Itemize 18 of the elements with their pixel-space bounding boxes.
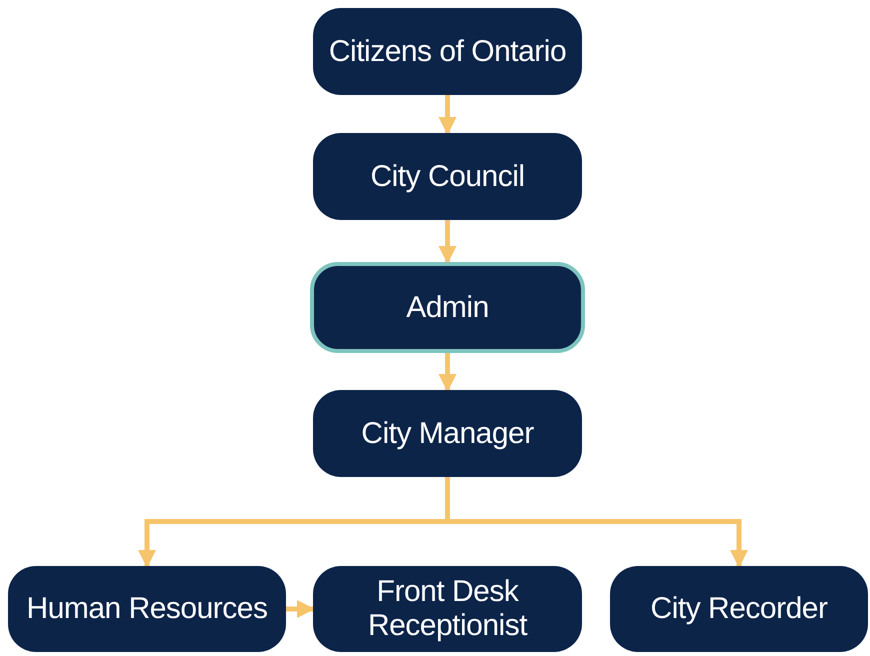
arrow [286,600,315,618]
arrow [438,353,456,392]
role-box [610,566,868,652]
arrow [438,95,456,135]
role-box [310,262,585,353]
role-title: Citizens of Ontario [328,34,566,68]
role-box [313,8,582,95]
role-box [313,390,582,477]
role-title: City Manager [361,416,534,450]
role-title: City Recorder [650,592,828,626]
role-box [8,566,286,652]
role-title: City Council [370,160,525,194]
arrow [438,220,456,264]
role-box [313,133,582,220]
role-title: Front Desk Receptionist [366,575,528,643]
role-title: Human Resources [26,592,268,626]
role-title: Admin [406,290,489,324]
role-box [313,566,582,652]
